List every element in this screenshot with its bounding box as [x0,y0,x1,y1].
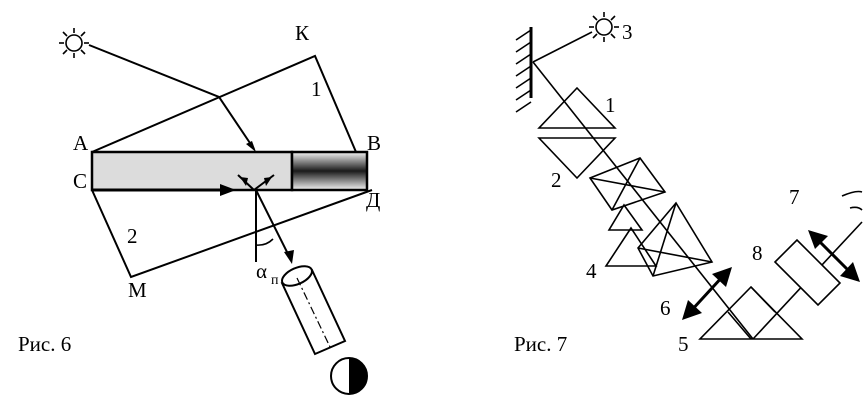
figure-7: 3 1 2 4 5 6 7 8 Рис. 7 [514,12,863,356]
mirror-wall [515,27,533,113]
label-3: 3 [622,20,633,44]
eye-icon-2 [841,190,863,211]
plane-1 [91,54,357,153]
source-ray [532,31,593,63]
label-5: 5 [678,332,689,356]
label-7: 7 [789,185,800,209]
label-a: А [73,131,89,155]
label-2b: 2 [551,168,562,192]
label-alpha: α [256,259,267,283]
sun-icon [59,28,89,58]
optical-axis [532,61,754,340]
label-2: 2 [127,224,138,248]
prism-4 [604,201,714,277]
label-d: Д [366,188,380,212]
plate-insert [290,150,369,192]
edge-arrowhead [220,184,236,196]
label-alpha-subscript: п [271,273,279,288]
label-b: В [367,131,381,155]
figure-7-caption: Рис. 7 [514,332,567,356]
element-8 [773,238,842,307]
double-arrow-7 [808,230,860,282]
figure-6: К 1 А В С Д 2 М α п Рис. 6 [18,21,381,395]
label-1b: 1 [605,93,616,117]
label-6: 6 [660,296,671,320]
double-arrow-6 [682,267,732,320]
viewing-tube [280,265,347,356]
prism-1 [537,86,617,180]
label-8: 8 [752,241,763,265]
label-m: М [128,278,147,302]
plane-2 [91,189,373,279]
ray-arrowhead [246,141,256,152]
label-1: 1 [311,77,322,101]
eye-icon [330,357,368,395]
angle-arc [255,238,274,246]
refracted-ray [255,189,291,259]
figure-6-caption: Рис. 6 [18,332,71,356]
sun-icon-2 [589,12,619,42]
incident-ray [88,44,255,150]
label-c: С [73,169,87,193]
label-4: 4 [586,259,597,283]
prism-2 [588,157,667,231]
label-k: К [295,21,310,45]
prism-5 [698,285,804,340]
